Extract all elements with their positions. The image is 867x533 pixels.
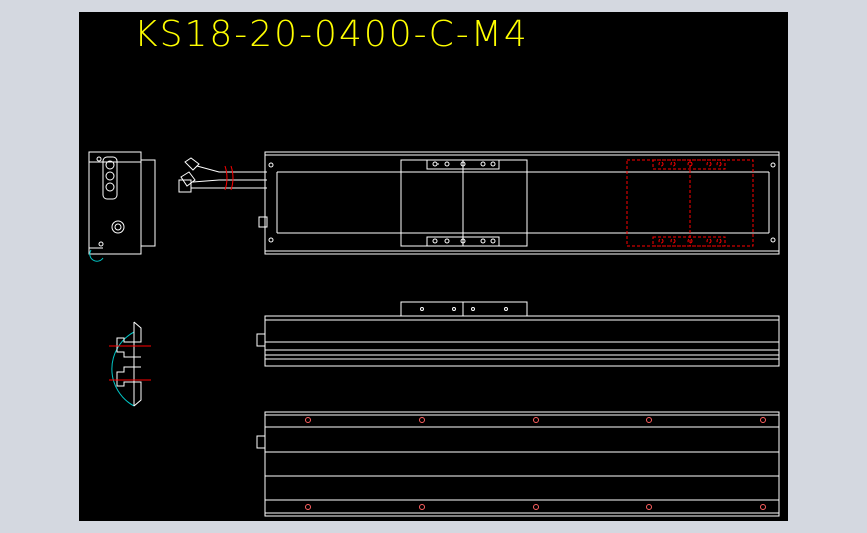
section-centerlines (109, 345, 151, 381)
bottom-view-mount-holes (305, 417, 766, 510)
cad-drawing-canvas[interactable]: KS18-20-0400-C-M4 (79, 12, 788, 521)
bottom-view-rail (256, 411, 780, 517)
profile-section-arc (111, 331, 135, 407)
front-view-slider (400, 301, 528, 317)
top-view-rail (258, 151, 780, 255)
cable-break-mark (224, 165, 234, 191)
top-view-carriage-end-position (626, 159, 754, 247)
top-view-carriage (400, 159, 528, 247)
profile-section (116, 321, 142, 407)
cable-bend-arc (89, 249, 104, 262)
front-view-rail (256, 315, 780, 367)
drawing-title: KS18-20-0400-C-M4 (134, 14, 529, 55)
motor-cable (178, 157, 267, 193)
end-cap-view (88, 151, 156, 255)
cad-viewport[interactable]: KS18-20-0400-C-M4 (79, 12, 788, 521)
